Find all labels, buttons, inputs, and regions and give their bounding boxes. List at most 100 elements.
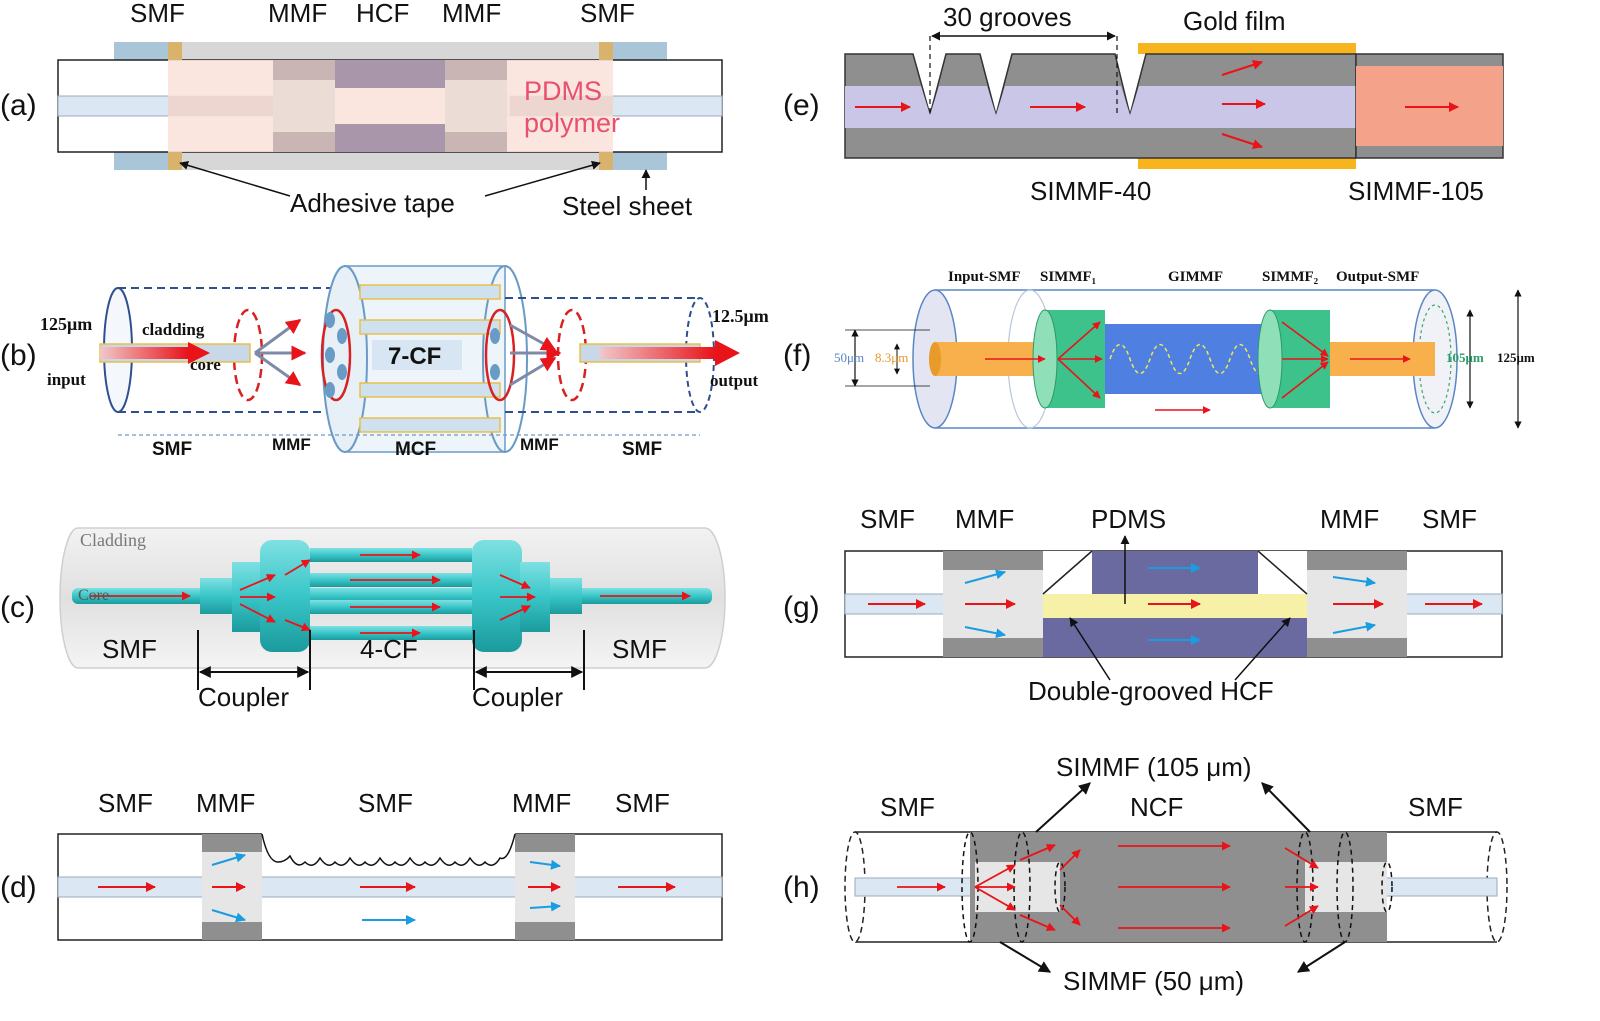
- label-output-smf: Output-SMF: [1336, 269, 1419, 285]
- label-c-smf1: SMF: [102, 634, 157, 664]
- label-adhesive-tape: Adhesive tape: [290, 188, 455, 218]
- pdms-core-left: [168, 96, 273, 116]
- label-core: core: [190, 355, 221, 374]
- label-7cf: 7-CF: [388, 343, 441, 370]
- panel-e: (e) 30 grooves Gold film SIMMF-40 SIMMF-…: [783, 2, 1504, 206]
- label-d-mmf2: MMF: [512, 788, 571, 818]
- steel-sheet-bottom-right: [613, 152, 667, 170]
- mmf-face-2: [320, 308, 352, 402]
- label-8-3um: 8.3μm: [875, 350, 908, 365]
- f-gimmf: [1105, 324, 1270, 394]
- panel-h-label: (h): [783, 871, 820, 904]
- label-b-smf1: SMF: [152, 439, 192, 460]
- gold-film-top: [1138, 43, 1356, 54]
- steel-sheet-top-left: [114, 42, 168, 60]
- label-input: input: [47, 370, 86, 389]
- panel-h: (h): [783, 752, 1508, 996]
- label-c-cladding: Cladding: [80, 530, 146, 550]
- coupler-disc-left: [260, 540, 310, 652]
- gold-film-bottom: [1138, 158, 1356, 169]
- panel-d-label: (d): [0, 871, 37, 904]
- label-simmf1: SIMMF₁: [1040, 269, 1096, 285]
- label-b-mmf1: MMF: [272, 435, 311, 454]
- label-h-smf2: SMF: [1408, 792, 1463, 822]
- panel-e-label: (e): [783, 89, 820, 122]
- label-mmf-right: MMF: [442, 0, 501, 28]
- label-g-pdms: PDMS: [1091, 504, 1166, 534]
- label-30-grooves: 30 grooves: [943, 2, 1072, 32]
- label-c-smf2: SMF: [612, 634, 667, 664]
- label-mmf-left: MMF: [268, 0, 327, 28]
- label-b-mcf: MCF: [395, 439, 436, 460]
- pdms-core-right: [510, 96, 613, 116]
- steel-sheet-bottom-left: [114, 152, 168, 170]
- adhesive-arrow-right: [484, 160, 601, 197]
- label-gimmf: GIMMF: [1168, 269, 1223, 285]
- output-arrow: [715, 340, 740, 366]
- label-h-smf1: SMF: [880, 792, 935, 822]
- label-polymer: polymer: [524, 108, 620, 138]
- label-hcf: HCF: [356, 0, 409, 28]
- label-125um-f: 125μm: [1497, 350, 1535, 365]
- label-g-smf1: SMF: [860, 504, 915, 534]
- label-simmf40: SIMMF-40: [1030, 176, 1151, 206]
- panel-c-label: (c): [0, 591, 35, 624]
- label-h-simmf105: SIMMF (105 μm): [1056, 752, 1252, 782]
- label-smf-left: SMF: [130, 0, 185, 28]
- label-input-smf: Input-SMF: [948, 269, 1021, 285]
- panel-g: (g) SMF MMF PDMS: [783, 504, 1503, 706]
- panel-a-label: (a): [0, 89, 37, 122]
- label-g-mmf1: MMF: [955, 504, 1014, 534]
- adhesive-arrow-left: [179, 161, 291, 197]
- label-gold-film: Gold film: [1183, 6, 1286, 36]
- label-b-smf2: SMF: [622, 439, 662, 460]
- label-smf-right: SMF: [580, 0, 635, 28]
- panel-f: (f) Input-SMF SIMMF: [783, 269, 1535, 429]
- label-50um: 50μm: [834, 350, 864, 365]
- hcf-core: [335, 88, 445, 124]
- panel-f-label: (f): [783, 339, 811, 372]
- panel-a: (a) SMF MMF HCF MMF SMF PDMS pol: [0, 0, 723, 221]
- panel-c: (c) Clad: [0, 527, 726, 712]
- label-output: output: [710, 371, 759, 390]
- label-g-smf2: SMF: [1422, 504, 1477, 534]
- label-12-5um: 12.5μm: [712, 306, 769, 326]
- label-cladding: cladding: [142, 320, 205, 339]
- label-105um: 105μm: [1446, 350, 1484, 365]
- adhesive-tape-br: [599, 152, 613, 170]
- panel-g-label: (g): [783, 591, 820, 624]
- label-g-mmf2: MMF: [1320, 504, 1379, 534]
- label-pdms: PDMS: [524, 76, 602, 106]
- label-125um: 125μm: [40, 314, 92, 334]
- label-d-smf-mid: SMF: [358, 788, 413, 818]
- label-h-simmf50: SIMMF (50 μm): [1063, 966, 1244, 996]
- g-pdms-core: [1043, 594, 1307, 618]
- simmf40-core: [845, 86, 1356, 128]
- label-double-grooved-hcf: Double-grooved HCF: [1028, 676, 1274, 706]
- label-coupler-1: Coupler: [198, 682, 289, 712]
- mcf-right-face: [482, 265, 528, 453]
- label-d-mmf1: MMF: [196, 788, 255, 818]
- label-c-core: Core: [78, 587, 109, 604]
- mmf-face-3: [484, 308, 516, 402]
- label-steel-sheet: Steel sheet: [562, 191, 693, 221]
- taper-waist: [261, 833, 516, 866]
- mmf-left-core: [273, 80, 335, 132]
- label-c-4cf: 4-CF: [360, 634, 418, 664]
- mmf-right-core: [445, 80, 507, 132]
- panel-b-label: (b): [0, 339, 37, 372]
- label-coupler-2: Coupler: [472, 682, 563, 712]
- coupler-disc-right: [472, 540, 522, 652]
- label-h-ncf: NCF: [1130, 792, 1183, 822]
- adhesive-tape-tr: [599, 42, 613, 60]
- adhesive-tape-tl: [168, 42, 182, 60]
- label-b-mmf2: MMF: [520, 435, 559, 454]
- adhesive-tape-bl: [168, 152, 182, 170]
- label-simmf2: SIMMF₂: [1262, 269, 1319, 285]
- label-d-smf2: SMF: [615, 788, 670, 818]
- panel-b: (b): [0, 265, 769, 460]
- steel-sheet-top-right: [613, 42, 667, 60]
- label-simmf105: SIMMF-105: [1348, 176, 1484, 206]
